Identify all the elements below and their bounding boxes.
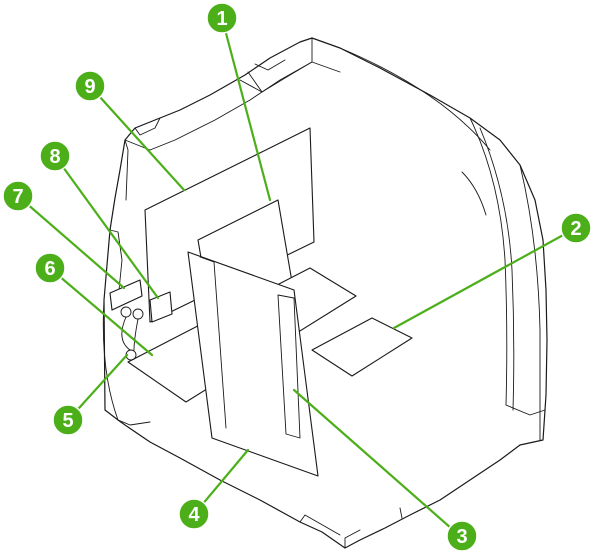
callout-6-label: 6 xyxy=(44,258,55,280)
callout-8-label: 8 xyxy=(49,146,60,168)
callout-4-label: 4 xyxy=(188,504,200,526)
callout-6: 6 xyxy=(35,253,65,283)
callout-2-label: 2 xyxy=(570,218,581,240)
callout-4: 4 xyxy=(179,499,209,529)
callout-7-label: 7 xyxy=(12,186,23,208)
callout-3: 3 xyxy=(447,521,477,551)
callout-9: 9 xyxy=(75,71,105,101)
callout-8: 8 xyxy=(40,141,70,171)
callout-1: 1 xyxy=(207,3,237,33)
callout-2: 2 xyxy=(561,213,591,243)
rear-panels xyxy=(110,128,412,476)
callout-7: 7 xyxy=(3,181,33,211)
callout-5-label: 5 xyxy=(62,410,73,432)
callout-3-label: 3 xyxy=(456,526,467,548)
callout-1-label: 1 xyxy=(216,8,227,30)
callout-5: 5 xyxy=(53,405,83,435)
callout-9-label: 9 xyxy=(84,76,95,98)
port-block xyxy=(110,280,142,310)
